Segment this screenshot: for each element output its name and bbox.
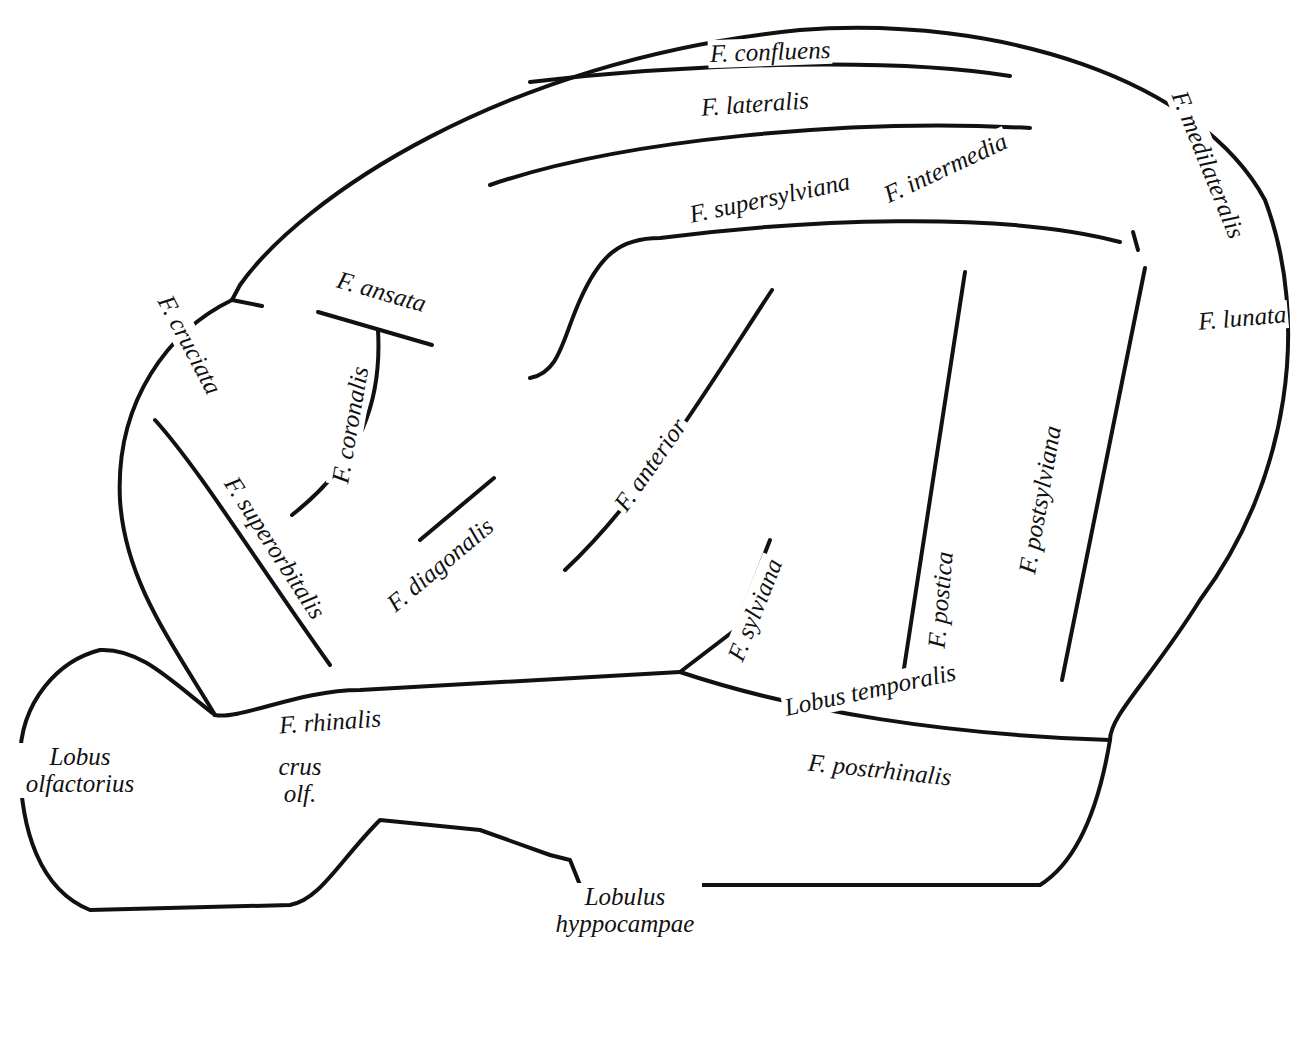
fissure-label: F. anterior (607, 412, 693, 518)
fissure-label: F. sylviana (721, 553, 788, 667)
fissure-label: F. lateralis (698, 86, 812, 121)
confluens-fissure (530, 65, 1010, 82)
fissure-label: F. rhinalis (276, 705, 384, 740)
fissure-label: Lobus olfactorius (18, 743, 142, 798)
fissure-label: F. ansata (332, 266, 431, 319)
brain-outline (20, 28, 1288, 910)
mediolateral-fissure (1133, 232, 1138, 250)
fissure-label: F. diagonalis (380, 511, 500, 618)
fissure-label: F. intermedia (877, 127, 1013, 210)
fissure-label: F. confluens (707, 36, 832, 68)
fissure-label: crus olf. (268, 753, 332, 808)
fissure-label: F. medilateralis (1165, 85, 1251, 244)
ansata-fissure (318, 312, 432, 345)
cruciate-fissure (232, 300, 262, 306)
postsylvian-fissure (1062, 268, 1145, 680)
fissure-label: F. lunata (1195, 300, 1289, 335)
anterior-fissure (565, 290, 772, 570)
postica-fissure (903, 272, 965, 675)
fissure-label: F. postrhinalis (805, 749, 955, 792)
superorbital-fissure (155, 420, 330, 665)
fissure-label: F. supersylviana (685, 167, 854, 229)
fissure-label: F. postica (922, 549, 958, 652)
fissure-label: Lobus temporalis (780, 658, 960, 722)
fissure-label: F. coronalis (326, 363, 374, 488)
fissure-label: F. postsylviana (1013, 422, 1067, 578)
suprasylvian-fissure (530, 221, 1120, 378)
rhinal-fissure (215, 672, 680, 716)
fissure-label: Lobulus hyppocampae (548, 883, 702, 938)
coronal-fissure (292, 330, 378, 515)
